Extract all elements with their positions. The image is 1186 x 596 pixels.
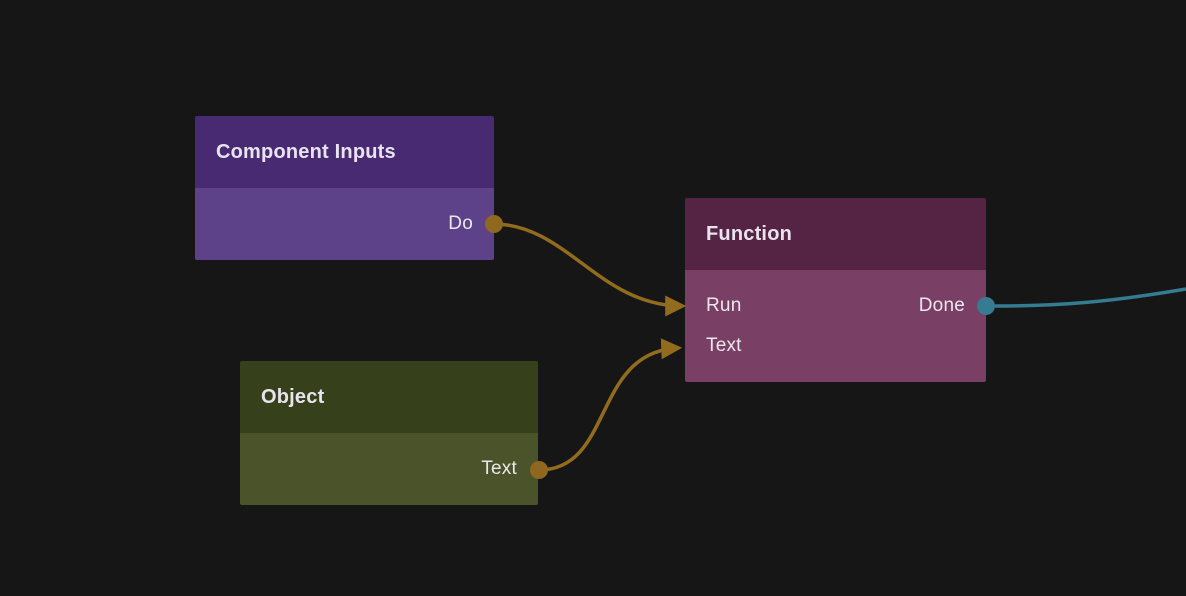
node-function[interactable]: Function Run Done Text [685,198,986,382]
output-port-text[interactable]: Text [240,449,538,489]
port-row: Text [685,326,986,366]
port-label: Do [448,213,473,234]
port-row: Run Done [685,286,986,326]
node-object[interactable]: Object Text [240,361,538,505]
node-title: Component Inputs [216,140,396,163]
node-body: Text [240,433,538,505]
node-title: Function [706,222,793,245]
node-body: Run Done Text [685,270,986,382]
node-component-inputs[interactable]: Component Inputs Do [195,116,494,260]
node-header[interactable]: Function [685,198,986,270]
input-port-run[interactable]: Run [706,295,742,316]
output-port-done[interactable]: Done [918,295,965,316]
wire-text-to-text[interactable] [538,338,683,472]
input-port-text[interactable]: Text [706,335,742,356]
port-label: Text [481,458,517,479]
node-title: Object [261,385,325,408]
wire-done-offscreen[interactable] [994,287,1186,308]
node-body: Do [195,188,494,260]
node-header[interactable]: Object [240,361,538,433]
wire-do-to-run[interactable] [493,222,687,317]
node-header[interactable]: Component Inputs [195,116,494,188]
output-port-do[interactable]: Do [195,204,494,244]
